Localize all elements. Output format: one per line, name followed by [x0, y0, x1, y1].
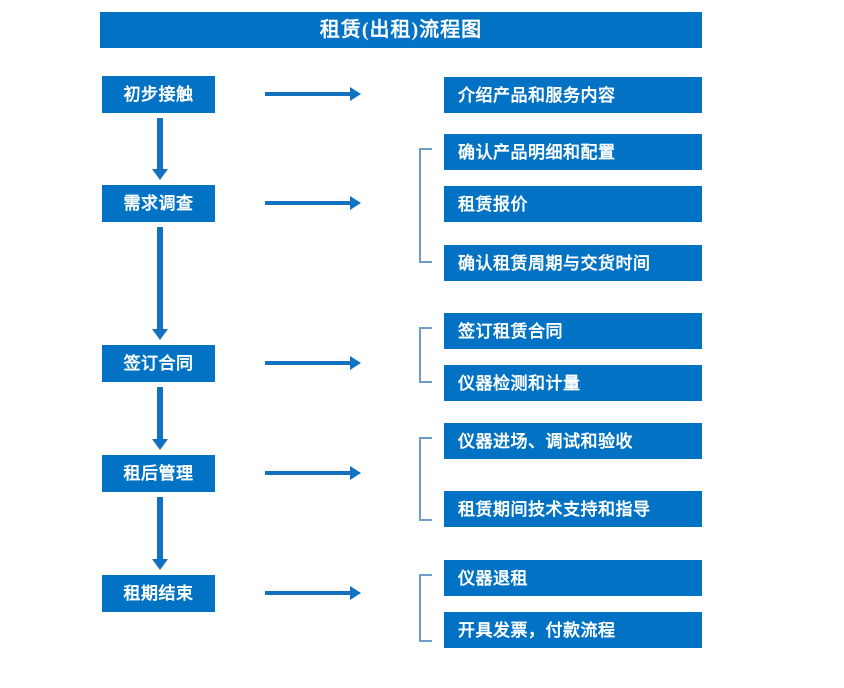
group-bracket-end	[419, 574, 432, 642]
detail-box-4[interactable]: 确认租赁周期与交货时间	[444, 245, 702, 281]
detail-box-1[interactable]: 介绍产品和服务内容	[444, 77, 702, 113]
group-bracket-demand	[419, 148, 432, 263]
detail-box-9[interactable]: 仪器退租	[444, 560, 702, 596]
horizontal-arrow-5	[265, 586, 361, 600]
detail-box-3[interactable]: 租赁报价	[444, 186, 702, 222]
detail-box-10[interactable]: 开具发票，付款流程	[444, 612, 702, 648]
page-title: 租赁(出租)流程图	[100, 12, 702, 48]
horizontal-arrow-4	[265, 466, 361, 480]
stage-box-4[interactable]: 租后管理	[102, 455, 215, 492]
stage-box-3[interactable]: 签订合同	[102, 345, 215, 382]
group-bracket-contract	[419, 327, 432, 383]
vertical-arrow-1-2	[152, 118, 168, 180]
stage-box-5[interactable]: 租期结束	[102, 575, 215, 612]
detail-box-7[interactable]: 仪器进场、调试和验收	[444, 423, 702, 459]
group-bracket-management	[419, 437, 432, 521]
vertical-arrow-4-5	[152, 497, 168, 570]
stage-box-1[interactable]: 初步接触	[102, 76, 215, 113]
detail-box-6[interactable]: 仪器检测和计量	[444, 365, 702, 401]
detail-box-2[interactable]: 确认产品明细和配置	[444, 134, 702, 170]
horizontal-arrow-3	[265, 356, 361, 370]
vertical-arrow-3-4	[152, 387, 168, 450]
detail-box-8[interactable]: 租赁期间技术支持和指导	[444, 491, 702, 527]
stage-box-2[interactable]: 需求调查	[102, 185, 215, 222]
detail-box-5[interactable]: 签订租赁合同	[444, 313, 702, 349]
horizontal-arrow-2	[265, 196, 361, 210]
vertical-arrow-2-3	[152, 227, 168, 340]
horizontal-arrow-1	[265, 87, 361, 101]
